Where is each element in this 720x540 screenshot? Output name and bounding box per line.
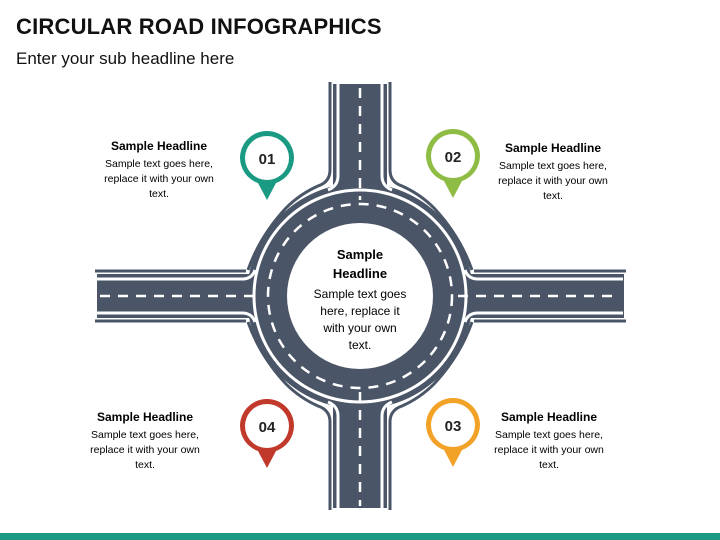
callout-text: Sample text goes here, replace it with y…: [90, 429, 200, 471]
callout-text: Sample text goes here, replace it with y…: [494, 429, 604, 471]
map-pin-icon: 01: [240, 131, 294, 200]
lane-ring: [266, 202, 454, 390]
center-headline: Sample Headline: [332, 247, 388, 281]
pin-number: 02: [445, 149, 462, 166]
center-body: Sample text goes here, replace it with y…: [313, 287, 407, 352]
callout-text: Sample text goes here, replace it with y…: [498, 160, 608, 202]
callout-01: Sample Headline Sample text goes here, r…: [84, 139, 234, 202]
page-title: CIRCULAR ROAD INFOGRAPHICS: [16, 14, 382, 39]
lane-markings: [100, 88, 620, 506]
footer-bar: [0, 533, 720, 540]
callout-02: Sample Headline Sample text goes here, r…: [478, 141, 628, 204]
center-text: Sample Headline Sample text goes here, r…: [298, 245, 422, 354]
callout-headline: Sample Headline: [504, 141, 602, 155]
map-pin-icon: 03: [426, 398, 480, 467]
pin-face: [431, 403, 475, 447]
pins: 01 02 03 04: [240, 129, 480, 468]
road-east: [464, 274, 624, 318]
callout-04: Sample Headline Sample text goes here, r…: [70, 410, 220, 473]
pin-face: [245, 136, 289, 180]
pin-number: 04: [259, 419, 276, 436]
pin-number: 01: [259, 151, 276, 168]
map-pin-icon: 02: [426, 129, 480, 198]
callout-text: Sample text goes here, replace it with y…: [104, 158, 214, 200]
map-pin-icon: 04: [240, 399, 294, 468]
pin-face: [431, 134, 475, 178]
callout-headline: Sample Headline: [500, 410, 598, 424]
callout-03: Sample Headline Sample text goes here, r…: [474, 410, 624, 473]
callout-headline: Sample Headline: [96, 410, 194, 424]
pin-face: [245, 404, 289, 448]
page-subtitle: Enter your sub headline here: [16, 49, 235, 68]
pin-number: 03: [445, 418, 462, 435]
callout-headline: Sample Headline: [110, 139, 208, 153]
island: [287, 223, 433, 369]
